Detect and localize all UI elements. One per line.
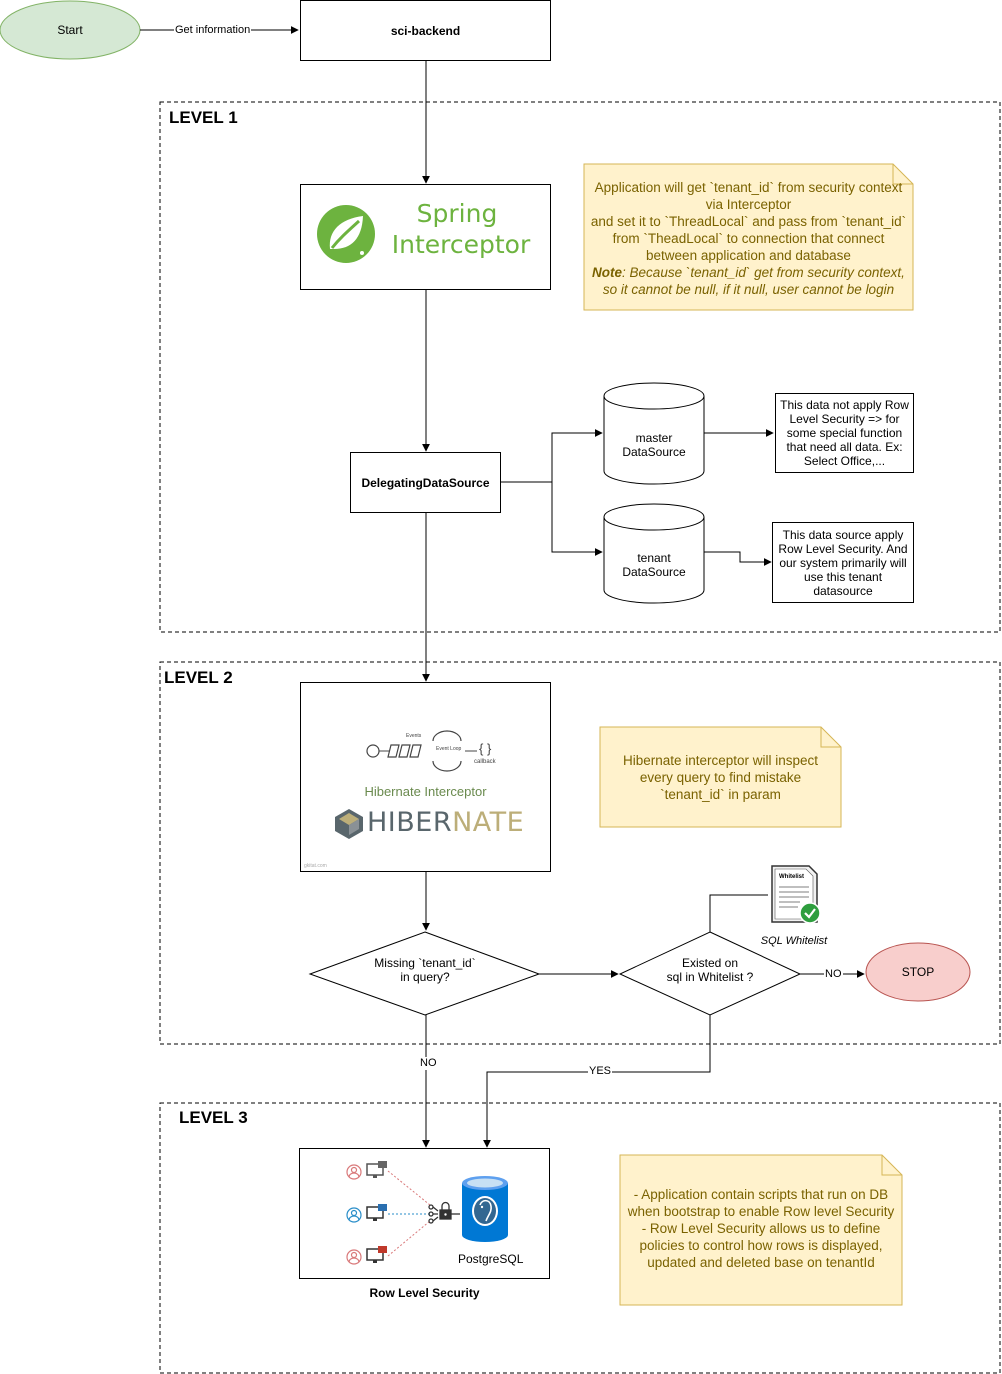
hibernate-wordmark-b: NATE — [452, 807, 525, 838]
edge-whitelist-yes-to-rls — [483, 1015, 711, 1148]
note-level1-line4: from `TheadLocal` to connection that con… — [612, 231, 885, 246]
note-level1-line6: Note: Because `tenant_id` get from secur… — [584, 264, 913, 281]
note-level3-line2: when bootstrap to enable Row level Secur… — [627, 1204, 895, 1219]
event-loop-events-label: Events — [406, 733, 422, 739]
hibernate-wordmark: HIBERNATE — [367, 807, 524, 838]
spring-leaf-icon — [317, 205, 375, 263]
event-loop-illustration — [366, 730, 477, 772]
event-loop-loop-label: Event Loop — [436, 746, 462, 752]
user-icon-red — [346, 1164, 362, 1180]
note-level2-line1: Hibernate interceptor will inspect — [622, 753, 819, 768]
stop-label: STOP — [901, 965, 935, 979]
tenant-datasource-note[interactable]: This data source apply Row Level Securit… — [772, 522, 914, 603]
level2-container — [159, 661, 1001, 1045]
tenant-datasource-label: tenant DataSource — [604, 551, 704, 579]
tenant-datasource-line2: DataSource — [622, 565, 686, 579]
hibernate-credit: gkitat.com — [304, 863, 327, 869]
note-level3-line3: - Row Level Security allows us to define — [641, 1221, 881, 1236]
hibernate-interceptor-node[interactable]: Events Event Loop { } callback Hibernate… — [300, 682, 551, 872]
monitor-icon-top — [366, 1161, 387, 1178]
decision-whitelist-line2: sql in Whitelist ? — [666, 970, 754, 984]
note-level2: Hibernate interceptor will inspect every… — [600, 752, 841, 803]
tenant-datasource-line1: tenant — [637, 551, 671, 565]
spring-label-line1: Spring — [416, 199, 498, 228]
master-datasource-line1: master — [635, 431, 673, 445]
delegating-datasource-label: DelegatingDataSource — [361, 475, 490, 490]
note-level1-line2: via Interceptor — [705, 197, 792, 212]
event-loop-callback-label: callback — [474, 759, 496, 765]
hibernate-logo-icon — [335, 809, 363, 839]
note-level1-line7: so it cannot be null, if it null, user c… — [602, 282, 895, 297]
row-level-security-caption: Row Level Security — [369, 1286, 480, 1300]
note-level3-line1: - Application contain scripts that run o… — [633, 1187, 889, 1202]
event-loop-brace-label: { } — [479, 741, 492, 756]
note-level1-line5: between application and database — [646, 248, 851, 263]
note-level3: - Application contain scripts that run o… — [620, 1186, 902, 1271]
monitor-icon-middle — [366, 1204, 387, 1221]
note-level1-line1: Application will get `tenant_id` from se… — [594, 180, 903, 195]
master-datasource-note[interactable]: This data not apply Row Level Security =… — [775, 393, 914, 473]
note-level1-line3: and set it to `ThreadLocal` and pass fro… — [590, 214, 907, 229]
hibernate-wordmark-a: HIBER — [367, 807, 453, 838]
decision-whitelist-line1: Existed on — [681, 956, 739, 970]
postgresql-label: PostgreSQL — [458, 1252, 524, 1266]
hibernate-interceptor-caption: Hibernate Interceptor — [364, 784, 487, 799]
note-level1-line6-rest: : Because `tenant_id` get from security … — [622, 265, 905, 280]
monitor-icon-bottom — [366, 1246, 387, 1263]
edge-tenant-to-note — [704, 551, 772, 566]
lock-icon — [428, 1201, 460, 1224]
level3-label: LEVEL 3 — [179, 1108, 248, 1127]
level1-label: LEVEL 1 — [169, 108, 238, 127]
decision-missing-line2: in query? — [400, 970, 450, 984]
decision-missing-label: Missing `tenant_id` in query? — [345, 956, 505, 984]
note-level1: Application will get `tenant_id` from se… — [584, 179, 913, 298]
edge-label-get-information: Get information — [174, 24, 252, 37]
note-level2-line3: `tenant_id` in param — [660, 787, 781, 802]
decision-whitelist-label: Existed on sql in Whitelist ? — [640, 956, 780, 984]
edge-delegating-to-master — [500, 429, 603, 483]
master-datasource-line2: DataSource — [622, 445, 686, 459]
master-datasource-note-text: This data not apply Row Level Security =… — [780, 398, 909, 468]
note-level1-note-label: Note — [592, 265, 623, 280]
whitelist-doc-title: Whitelist — [779, 874, 804, 880]
edge-whitelist-to-sqlwhitelist — [709, 894, 768, 932]
postgres-database-icon — [462, 1176, 508, 1242]
sql-whitelist-caption: SQL Whitelist — [760, 935, 828, 947]
delegating-datasource-node[interactable]: DelegatingDataSource — [350, 452, 501, 513]
note-level3-line4: policies to control how rows is displaye… — [639, 1238, 883, 1253]
tenant-datasource-note-text: This data source apply Row Level Securit… — [778, 527, 908, 598]
master-datasource-label: master DataSource — [604, 431, 704, 459]
note-level2-line2: every query to find mistake — [639, 770, 802, 785]
start-label: Start — [57, 23, 83, 37]
edge-delegating-to-tenant — [551, 482, 603, 556]
rls-illustration — [346, 1161, 508, 1265]
sci-backend-label: sci-backend — [390, 23, 461, 38]
user-icon-blue — [346, 1207, 362, 1223]
edge-label-no-down: NO — [419, 1057, 438, 1070]
spring-label-line2: Interceptor — [391, 230, 531, 259]
level2-label: LEVEL 2 — [164, 668, 233, 687]
edge-label-yes: YES — [588, 1065, 613, 1078]
note-level3-line5: updated and deleted base on tenantId — [647, 1255, 875, 1270]
row-level-security-node[interactable]: PostgreSQL — [299, 1148, 550, 1279]
edge-label-no-right: NO — [824, 968, 843, 981]
decision-missing-line1: Missing `tenant_id` — [374, 956, 476, 970]
user-icon-red-2 — [346, 1249, 362, 1265]
spring-interceptor-node[interactable]: Spring Interceptor — [300, 184, 551, 290]
sci-backend-node[interactable]: sci-backend — [300, 0, 551, 61]
